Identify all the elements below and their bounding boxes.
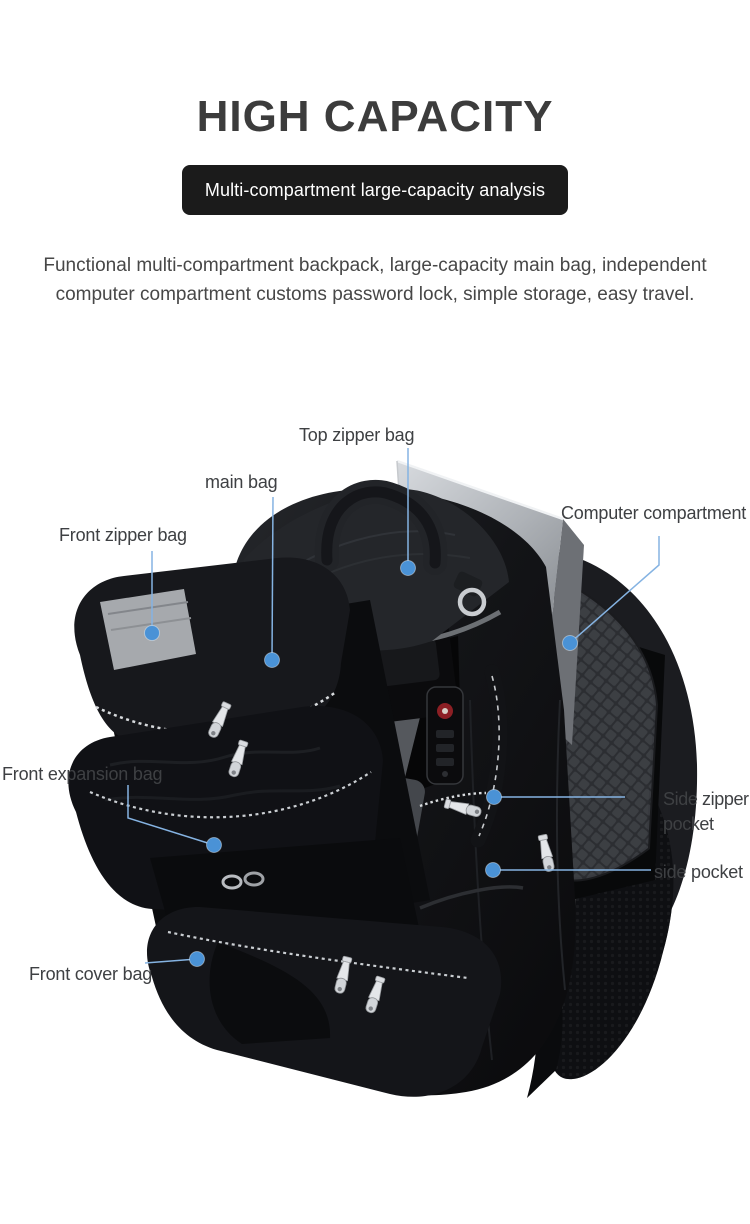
product-description: Functional multi-compartment backpack, l… [43, 255, 707, 305]
d-ring [453, 571, 487, 617]
callout-dot-computer-compartment [562, 635, 578, 651]
callout-dot-front-zipper-bag [144, 625, 160, 641]
callout-line-front-cover-bag [144, 958, 198, 964]
page-title: HIGH CAPACITY [196, 92, 554, 141]
annotation-computer-compartment: Computer compartment [561, 503, 747, 523]
annotation-side-zipper-pocket: Side zipper pocket [663, 789, 749, 834]
annotation-front-zipper-bag: Front zipper bag [59, 525, 187, 545]
section-banner-label: Multi-compartment large-capacity analysi… [204, 179, 546, 200]
callout-line-main-bag [271, 496, 274, 661]
annotation-side-pocket: side pocket [654, 862, 743, 882]
callout-line-computer-compartment [569, 536, 660, 644]
callout-dot-side-pocket [485, 862, 501, 878]
annotation-front-expansion-bag: Front expansion bag [2, 764, 163, 784]
carry-handle [314, 479, 448, 575]
front-cover-flap [146, 906, 502, 1097]
callout-dot-front-cover-bag [189, 951, 205, 967]
annotation-front-cover-bag: Front cover bag [29, 964, 153, 984]
annotation-main-bag: main bag [205, 472, 278, 492]
callout-dot-side-zipper-pocket [486, 789, 502, 805]
section-banner: Multi-compartment large-capacity analysi… [182, 165, 568, 215]
backpack-photo [68, 459, 698, 1098]
callout-dot-main-bag [264, 652, 280, 668]
callout-dot-front-expansion-bag [206, 837, 222, 853]
callout-line-front-expansion-bag [127, 785, 215, 846]
callout-dot-top-zipper-bag [400, 560, 416, 576]
tsa-lock [426, 686, 464, 785]
annotation-top-zipper-bag: Top zipper bag [299, 425, 415, 445]
